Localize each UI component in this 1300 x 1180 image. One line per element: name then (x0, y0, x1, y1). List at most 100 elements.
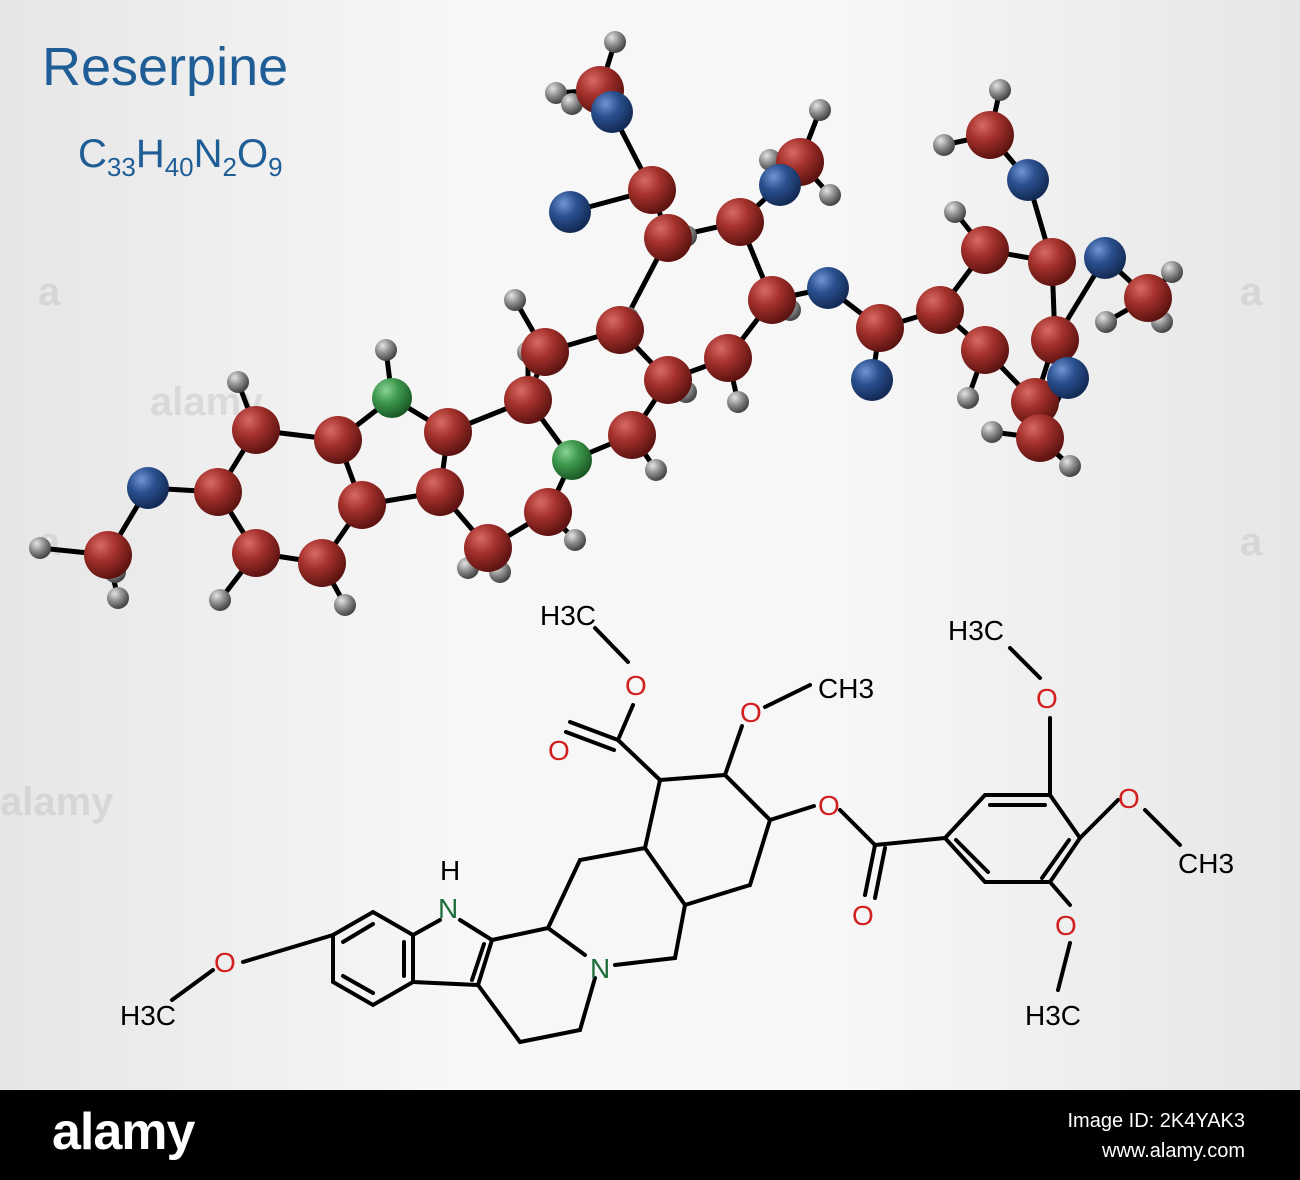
label-oxygen: O (1036, 683, 1058, 714)
hydrogen-atom (604, 31, 626, 53)
hydrogen-atom (375, 339, 397, 361)
site-url[interactable]: www.alamy.com (1102, 1140, 1245, 1162)
bond (616, 703, 635, 742)
double-bond (470, 942, 486, 982)
page-title: Reserpine (42, 37, 289, 97)
ring-e (643, 772, 773, 907)
nitrogen-atom (372, 378, 412, 418)
oxygen-atom (759, 164, 801, 206)
watermark: a (1240, 270, 1263, 314)
carbon-atom (464, 524, 512, 572)
hydrogen-atom (107, 587, 129, 609)
bond (768, 804, 816, 822)
bond (546, 846, 647, 930)
oxygen-atom (591, 91, 633, 133)
label-ch3: CH3 (818, 673, 874, 704)
formula-o: O (236, 132, 269, 176)
carbon-atom (504, 376, 552, 424)
hydrogen-atom (504, 289, 526, 311)
carbon-atom (521, 328, 569, 376)
bond (1056, 941, 1072, 992)
aromatic-double-bond (954, 838, 990, 874)
label-h3c-ester: H3C (540, 600, 596, 631)
hydrogen-atom (561, 93, 583, 115)
skeletal-bonds (170, 626, 1182, 1045)
carbon-atom (194, 468, 242, 516)
carbon-atom (644, 356, 692, 404)
label-oxygen: O (740, 697, 762, 728)
carbon-atom (524, 488, 572, 536)
hydrogen-atom (727, 391, 749, 413)
carbon-atom (716, 198, 764, 246)
watermark: a (38, 270, 61, 314)
watermark: a (1240, 520, 1263, 564)
label-h3c-indole: H3C (120, 1000, 176, 1031)
ring-d (613, 846, 688, 967)
carbon-atom (314, 416, 362, 464)
hydrogen-atom (645, 459, 667, 481)
carbon-atom (966, 111, 1014, 159)
hydrogen-atom (1059, 455, 1081, 477)
carbon-atom (1016, 414, 1064, 462)
hydrogen-atom (989, 79, 1011, 101)
bond (170, 968, 215, 1002)
carbon-atom (338, 481, 386, 529)
ball-and-stick-model (29, 31, 1183, 616)
bond (873, 836, 947, 847)
bond (1008, 646, 1042, 680)
bond (763, 683, 812, 709)
model-atoms (29, 31, 1183, 616)
oxygen-atom (1084, 237, 1126, 279)
carbonyl-bond (564, 730, 616, 752)
bond (490, 925, 587, 957)
benzene-ring-2 (943, 793, 1083, 884)
hydrogen-atom (957, 387, 979, 409)
label-oxygen: O (548, 735, 570, 766)
carbon-atom (232, 529, 280, 577)
ring-c (476, 976, 597, 1045)
bond (1048, 880, 1072, 907)
carbon-atom (1028, 238, 1076, 286)
formula-c: C (78, 132, 107, 176)
carbon-atom (644, 214, 692, 262)
aromatic-double-bond (1040, 838, 1071, 880)
hydrogen-atom (819, 184, 841, 206)
brand-logo[interactable]: alamy (52, 1103, 195, 1161)
carbon-atom (84, 531, 132, 579)
hydrogen-atom (809, 99, 831, 121)
carbon-atom (596, 306, 644, 354)
hydrogen-atom (227, 371, 249, 393)
carbon-atom (961, 226, 1009, 274)
bond (1078, 798, 1120, 840)
label-nitrogen: N (590, 953, 610, 984)
image-id: Image ID: 2K4YAK3 (1067, 1110, 1246, 1132)
oxygen-atom (1007, 159, 1049, 201)
skeletal-formula: H3C O O O CH3 O O N H N O H3C H3C O O CH… (120, 600, 1182, 1045)
bond (838, 808, 877, 847)
carbon-atom (704, 334, 752, 382)
carbonyl-bond (873, 846, 887, 900)
bond (241, 933, 335, 964)
oxygen-atom (807, 267, 849, 309)
carbon-atom (1011, 378, 1059, 426)
carbon-atom (424, 408, 472, 456)
label-oxygen: O (1055, 910, 1077, 941)
carbon-atom (608, 411, 656, 459)
formula-c-count: 33 (106, 152, 136, 182)
hydrogen-atom (944, 201, 966, 223)
pyrrole-ring (411, 918, 495, 988)
hydrogen-atom (1095, 311, 1117, 333)
bond (411, 918, 442, 937)
bond (593, 626, 630, 664)
hydrogen-atom (209, 589, 231, 611)
formula-n-count: 2 (222, 152, 237, 182)
carbon-atom (916, 286, 964, 334)
hydrogen-atom (564, 529, 586, 551)
bond (616, 738, 662, 782)
oxygen-atom (1047, 357, 1089, 399)
formula-n: N (193, 132, 223, 176)
label-hydrogen: H (440, 855, 460, 886)
nitrogen-atom (552, 440, 592, 480)
carbonyl-bond (568, 720, 620, 742)
molecular-formula: C33H40N2O9 (78, 132, 283, 183)
